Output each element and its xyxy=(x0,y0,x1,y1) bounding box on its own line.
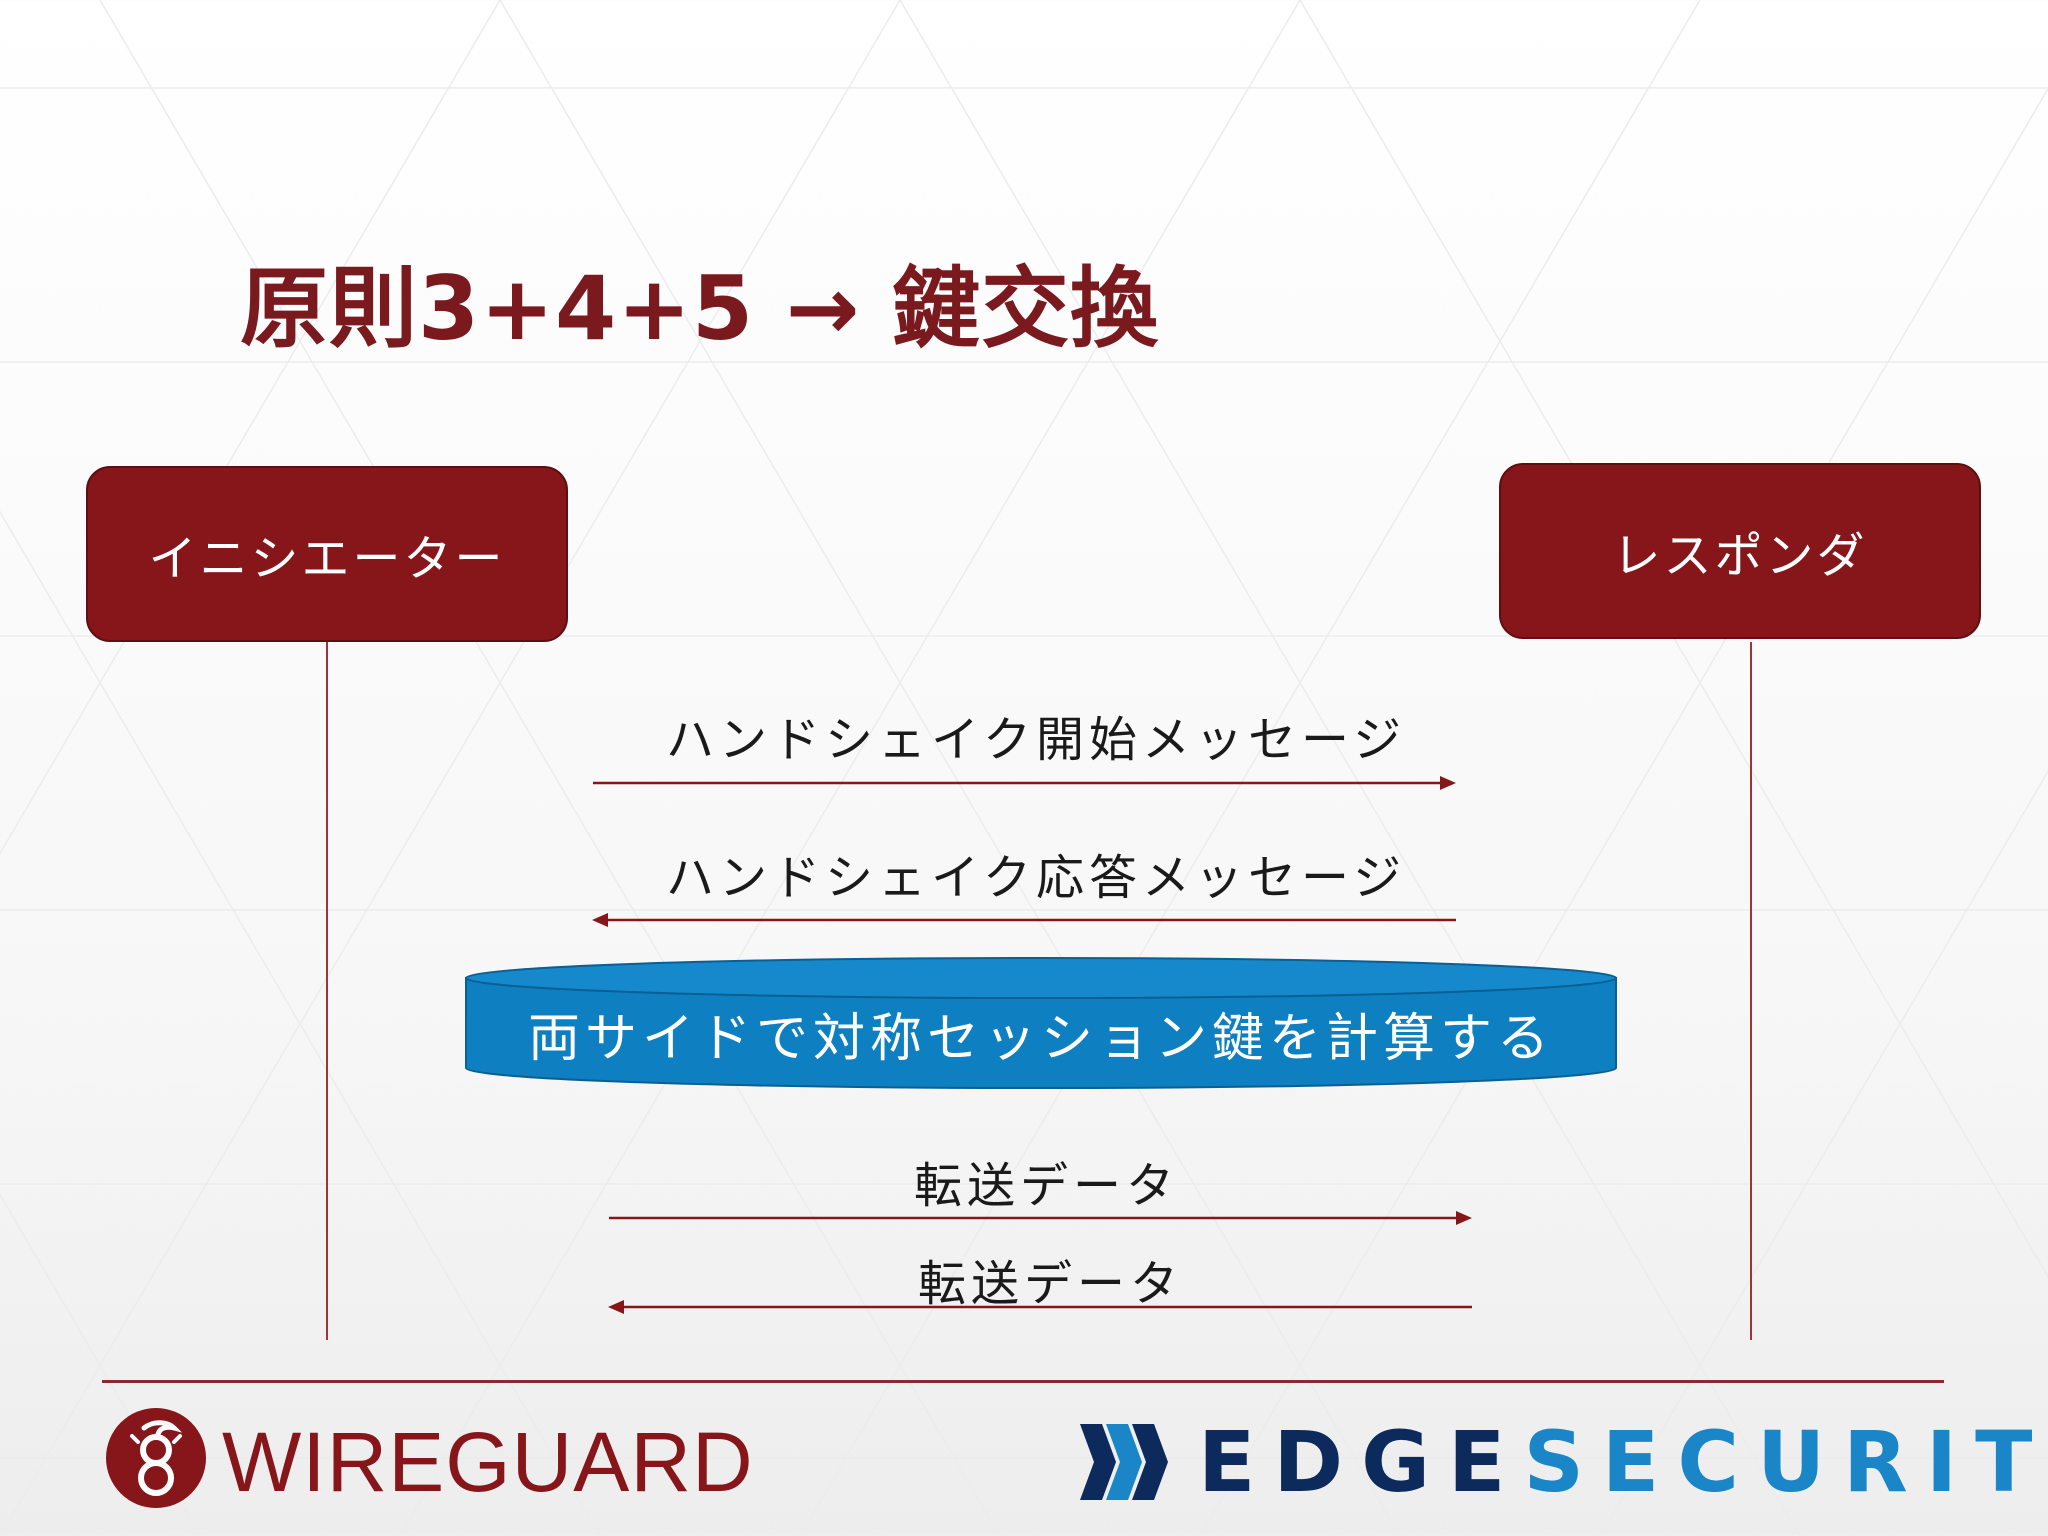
wireguard-dragon-icon xyxy=(106,1408,206,1508)
slide-title: 原則3+4+5 → 鍵交換 xyxy=(240,257,1160,360)
responder-lifeline xyxy=(1750,642,1752,1340)
initiator-box: イニシエーター xyxy=(86,466,568,642)
message-label-transport-data-out: 転送データ xyxy=(914,1158,1180,1214)
arrow-transport-data-out xyxy=(609,1211,1472,1225)
arrow-handshake-init xyxy=(593,776,1456,790)
responder-label: レスポンダ xyxy=(1612,528,1868,584)
compute-cylinder xyxy=(465,957,1617,1089)
edgesecurity-chevrons-icon xyxy=(1080,1424,1168,1500)
edgesecurity-wordmark-security: SECURITY xyxy=(1523,1413,2048,1511)
arrow-handshake-response xyxy=(592,913,1456,927)
compute-step-label: 両サイドで対称セッション鍵を計算する xyxy=(527,1009,1554,1069)
message-label-handshake-response: ハンドシェイク応答メッセージ xyxy=(666,850,1407,906)
edgesecurity-wordmark-edge: EDGE xyxy=(1198,1413,1524,1511)
edgesecurity-wordmark: EDGESECURITY xyxy=(1198,1420,2048,1504)
message-label-handshake-init: ハンドシェイク開始メッセージ xyxy=(666,712,1407,768)
arrow-transport-data-in xyxy=(608,1300,1472,1314)
initiator-label: イニシエーター xyxy=(148,531,506,587)
footer-divider xyxy=(102,1380,1944,1383)
message-label-transport-data-in: 転送データ xyxy=(918,1256,1184,1312)
initiator-lifeline xyxy=(326,642,328,1340)
responder-box: レスポンダ xyxy=(1499,463,1981,639)
wireguard-wordmark: WIREGUARD xyxy=(222,1415,754,1509)
